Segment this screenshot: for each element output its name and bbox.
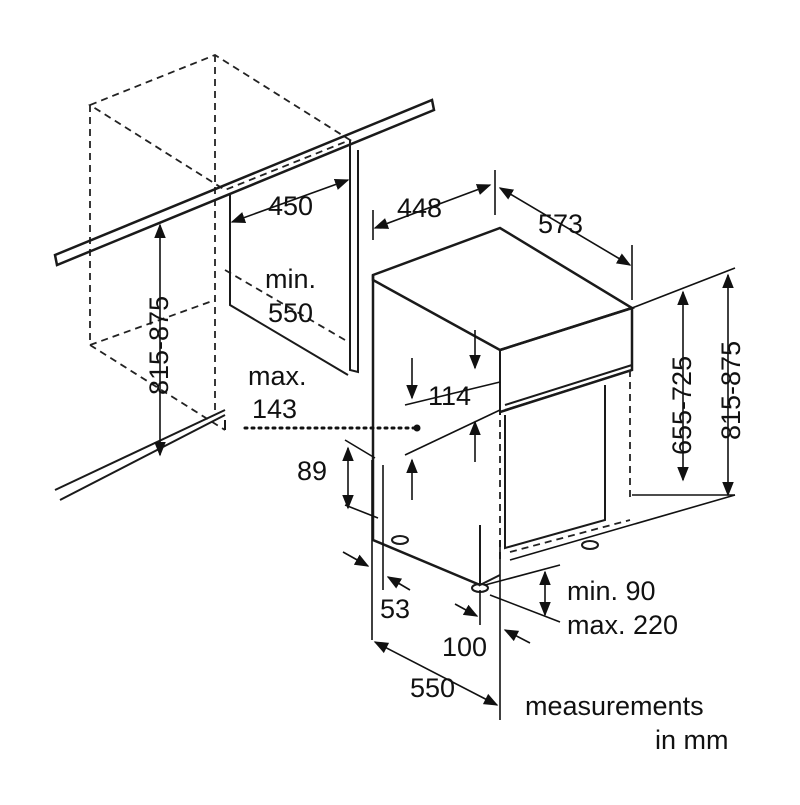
dim-114-ref-lower [404, 409, 501, 456]
label-143: 143 [252, 394, 297, 424]
label-max: max. [248, 361, 307, 391]
cabinet-side-outline [229, 195, 349, 376]
units-note-line1: measurements [525, 691, 704, 721]
cabinet-front-edge [349, 140, 359, 374]
cabinet-niche [88, 53, 352, 431]
niche-floor-dashed [89, 299, 216, 346]
foot-left [391, 535, 409, 545]
ext-top-right [631, 267, 736, 309]
dimension-lines [154, 170, 736, 720]
dim-114-ref-upper [404, 381, 501, 406]
dim-53-arrow-right [386, 576, 411, 591]
dimension-labels: 450 min. 550 815-875 448 573 655-725 815… [144, 191, 746, 755]
panel-top-edge [499, 306, 633, 352]
niche-top-dashed [88, 53, 352, 192]
dim-plinth-ext-bottom [489, 594, 561, 623]
dim-550-line [373, 641, 499, 706]
niche-bottom-dashed [89, 344, 226, 431]
worktop [53, 98, 436, 267]
dim-plinth-ext-top [484, 564, 561, 586]
door-front [504, 385, 606, 550]
label-100: 100 [442, 632, 487, 662]
dim-573-line [498, 187, 632, 266]
label-min-90: min. 90 [567, 576, 656, 606]
label-89: 89 [297, 456, 327, 486]
label-53: 53 [380, 594, 410, 624]
control-panel-front [499, 308, 634, 414]
label-550-overall: 550 [410, 673, 455, 703]
label-655-725: 655-725 [667, 356, 697, 455]
dim-100-arrow-left [454, 603, 479, 617]
label-max-220: max. 220 [567, 610, 678, 640]
panel-groove-1 [504, 364, 633, 406]
label-573: 573 [538, 209, 583, 239]
dim-100-arrow-right [503, 629, 531, 644]
dim-450-line [230, 178, 350, 224]
label-815-875-left: 815-875 [144, 296, 174, 395]
dim-53-arrow-left [342, 551, 370, 567]
label-550-niche: 550 [268, 298, 313, 328]
cabinet-side-panel [54, 140, 359, 501]
label-min: min. [265, 264, 316, 294]
max-143-dot [413, 424, 421, 432]
plinth-front [479, 525, 501, 587]
door-bottom-dashed [509, 519, 631, 553]
label-815-875-right: 815-875 [716, 341, 746, 440]
dim-89-ext-top [344, 439, 376, 459]
worktop-slab [53, 98, 436, 267]
foot-right [581, 540, 599, 550]
label-114: 114 [428, 381, 471, 411]
dim-448-line [373, 184, 492, 229]
dishwasher-side-left [371, 275, 481, 587]
dishwasher-top [371, 226, 636, 352]
floor-line-left-upper [54, 409, 226, 491]
floor-line-left [59, 414, 226, 501]
ext-bottom-right-2 [509, 494, 736, 561]
dishwasher-body [371, 226, 636, 593]
label-448: 448 [397, 193, 442, 223]
label-450: 450 [268, 191, 313, 221]
panel-groove-2 [504, 369, 633, 411]
units-note-line2: in mm [655, 725, 729, 755]
